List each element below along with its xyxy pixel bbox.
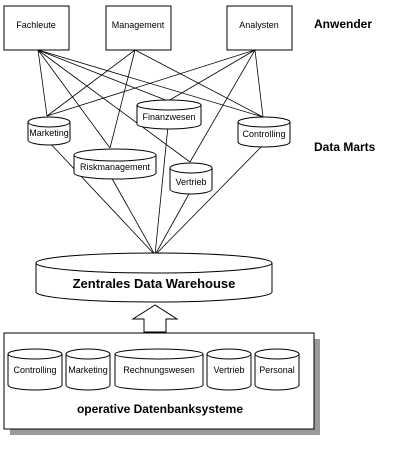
warehouse-label: Zentrales Data Warehouse: [73, 276, 236, 291]
user-box-label: Management: [112, 20, 165, 30]
operational-db-marketing: Marketing: [65, 348, 111, 391]
user-box-label: Fachleute: [16, 20, 56, 30]
operational-db-label: Controlling: [13, 365, 56, 375]
data-mart-label: Marketing: [29, 128, 69, 138]
operational-db-label: Marketing: [68, 365, 108, 375]
operational-db-label: Vertrieb: [213, 365, 244, 375]
data-mart-finanzwesen: Finanzwesen: [136, 99, 202, 130]
data-mart-label: Finanzwesen: [142, 112, 195, 122]
data-mart-controlling: Controlling: [237, 116, 291, 148]
user-box-fachleute: Fachleute: [3, 5, 70, 51]
user-box-analysten: Analysten: [226, 5, 293, 51]
operational-systems-title: operative Datenbanksysteme: [77, 402, 243, 416]
operational-db-vertrieb: Vertrieb: [206, 348, 252, 391]
data-mart-label: Vertrieb: [175, 177, 206, 187]
layer-label-data-marts: Data Marts: [314, 140, 376, 154]
upward-arrow-icon: [131, 304, 179, 333]
operational-db-label: Rechnungswesen: [123, 365, 195, 375]
data-mart-label: Controlling: [242, 129, 285, 139]
data-mart-marketing: Marketing: [27, 116, 71, 146]
layer-label-anwender: Anwender: [314, 17, 372, 31]
user-mart-connectors: [37, 49, 264, 163]
operational-db-personal: Personal: [254, 348, 300, 391]
user-box-management: Management: [105, 5, 172, 51]
data-mart-riskmanagement: Riskmanagement: [73, 148, 157, 180]
operational-systems-box: Controlling Marketing Rechnungswesen Ver…: [3, 332, 320, 435]
mart-warehouse-connectors: [46, 125, 264, 256]
operational-db-controlling: Controlling: [7, 348, 63, 391]
operational-db-rechnungswesen: Rechnungswesen: [114, 348, 204, 391]
data-mart-vertrieb: Vertrieb: [169, 162, 213, 195]
user-box-label: Analysten: [239, 20, 279, 30]
central-data-warehouse: Zentrales Data Warehouse: [35, 252, 273, 303]
data-mart-label: Riskmanagement: [80, 162, 151, 172]
operational-db-label: Personal: [259, 365, 295, 375]
